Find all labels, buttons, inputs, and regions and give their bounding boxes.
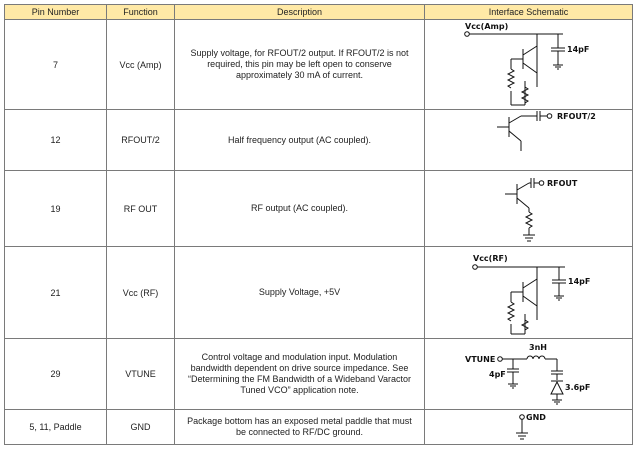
description-cell: Supply voltage, for RFOUT/2 output. If R… (174, 19, 425, 110)
vcc-rf-schematic-diagram: Vcc(RF) 14pF (472, 254, 590, 334)
schematic-label: RFOUT/2 (557, 112, 596, 121)
table-header-row: Pin Number Function Description Interfac… (4, 4, 633, 20)
description-cell: RF output (AC coupled). (174, 170, 425, 247)
header-interface-schematic: Interface Schematic (424, 4, 633, 20)
schematic-cell: 3nH VTUNE 4pF 3.6pF (424, 338, 633, 410)
function-cell: Vcc (RF) (106, 246, 175, 339)
table-row: 19 RF OUT RF output (AC coupled). (4, 170, 633, 247)
schematic-label: 3.6pF (565, 383, 590, 392)
schematic-cell: GND (424, 409, 633, 445)
schematic-label: RFOUT (547, 179, 578, 188)
pin-number-cell: 7 (4, 19, 107, 110)
schematic-label: 14pF (568, 277, 590, 286)
gnd-schematic-diagram: GND (516, 413, 546, 439)
schematic-cell: RFOUT (424, 170, 633, 247)
schematic-label: Vcc(RF) (473, 254, 508, 263)
pin-number-cell: 19 (4, 170, 107, 247)
schematic-cell: RFOUT/2 (424, 109, 633, 171)
function-cell: Vcc (Amp) (106, 19, 175, 110)
schematic-label: 14pF (567, 45, 589, 54)
function-cell: VTUNE (106, 338, 175, 410)
schematic-label: VTUNE (465, 355, 495, 364)
schematic-label: 4pF (489, 370, 506, 379)
function-cell: RF OUT (106, 170, 175, 247)
header-description: Description (174, 4, 425, 20)
description-cell: Half frequency output (AC coupled). (174, 109, 425, 171)
table-row: 5, 11, Paddle GND Package bottom has an … (4, 409, 633, 445)
function-cell: RFOUT/2 (106, 109, 175, 171)
schematic-cell: Vcc(RF) 14pF (424, 246, 633, 339)
vtune-schematic-diagram: 3nH VTUNE 4pF 3.6pF (465, 343, 590, 404)
function-cell: GND (106, 409, 175, 445)
description-cell: Supply Voltage, +5V (174, 246, 425, 339)
table-row: 29 VTUNE Control voltage and modulation … (4, 338, 633, 410)
header-function: Function (106, 4, 175, 20)
pin-number-cell: 5, 11, Paddle (4, 409, 107, 445)
schematic-label: Vcc(Amp) (465, 22, 508, 31)
pin-number-cell: 29 (4, 338, 107, 410)
table-row: 21 Vcc (RF) Supply Voltage, +5V (4, 246, 633, 339)
description-cell: Package bottom has an exposed metal padd… (174, 409, 425, 445)
pin-number-cell: 12 (4, 109, 107, 171)
table-row: 12 RFOUT/2 Half frequency output (AC cou… (4, 109, 633, 171)
pin-function-table: Pin Number Function Description Interfac… (4, 4, 633, 445)
schematic-cell: Vcc(Amp) 14pF (424, 19, 633, 110)
description-cell: Control voltage and modulation input. Mo… (174, 338, 425, 410)
vcc-amp-schematic-diagram: Vcc(Amp) 14pF (464, 22, 589, 105)
rf-out-schematic-diagram: RFOUT (505, 177, 578, 241)
schematic-label: GND (526, 413, 546, 422)
pin-number-cell: 21 (4, 246, 107, 339)
table-row: 7 Vcc (Amp) Supply voltage, for RFOUT/2 … (4, 19, 633, 110)
schematic-label: 3nH (529, 343, 547, 352)
rfout-half-schematic-diagram: RFOUT/2 (497, 110, 596, 151)
header-pin-number: Pin Number (4, 4, 107, 20)
